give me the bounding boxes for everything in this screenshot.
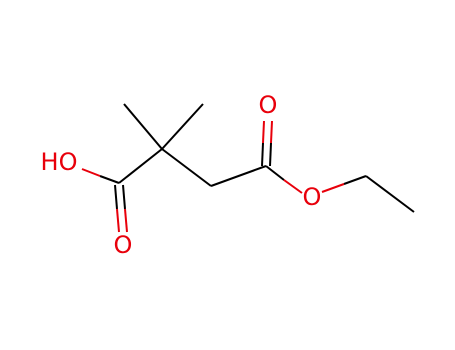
bond-ester-o-ethyl-o [321,183,345,193]
atom-label-ester-carbonyl-oxygen: O [259,91,278,119]
bond-acid-co-double-2a [122,184,126,210]
bond-ester-co-double-1a [261,142,264,167]
bond-ester-carbon-o-o [283,179,303,194]
bond-acid-co-double-1b [116,208,120,233]
bond-ester-co-double-2a [269,142,272,167]
atom-label-ester-oxygen: O [303,183,322,211]
bond-acid-co-double-2b [124,208,128,233]
bond-ester-carbon-o-c [265,165,285,181]
bond-ch2-ester-carbon [210,165,267,187]
bond-ester-co-double-2b [270,120,273,144]
bond-ester-o-ethyl-c [343,175,367,185]
bond-acid-co-double-1a [114,184,118,210]
bond-cq-acid-carbon [118,148,163,184]
atom-label-acid-carbonyl-oxygen: O [114,231,133,259]
atom-label-hydroxyl: HO [41,148,78,176]
bond-acid-carbon-oh-o [81,168,101,177]
bond-cq-methyl-right [161,103,204,150]
bond-cq-methyl-left [123,103,163,150]
bond-cq-ch2 [161,148,212,187]
bond-acid-carbon-oh-c [99,175,120,184]
bond-ethyl-ch2-ch3 [365,175,415,213]
bond-ester-co-double-1b [262,120,265,144]
